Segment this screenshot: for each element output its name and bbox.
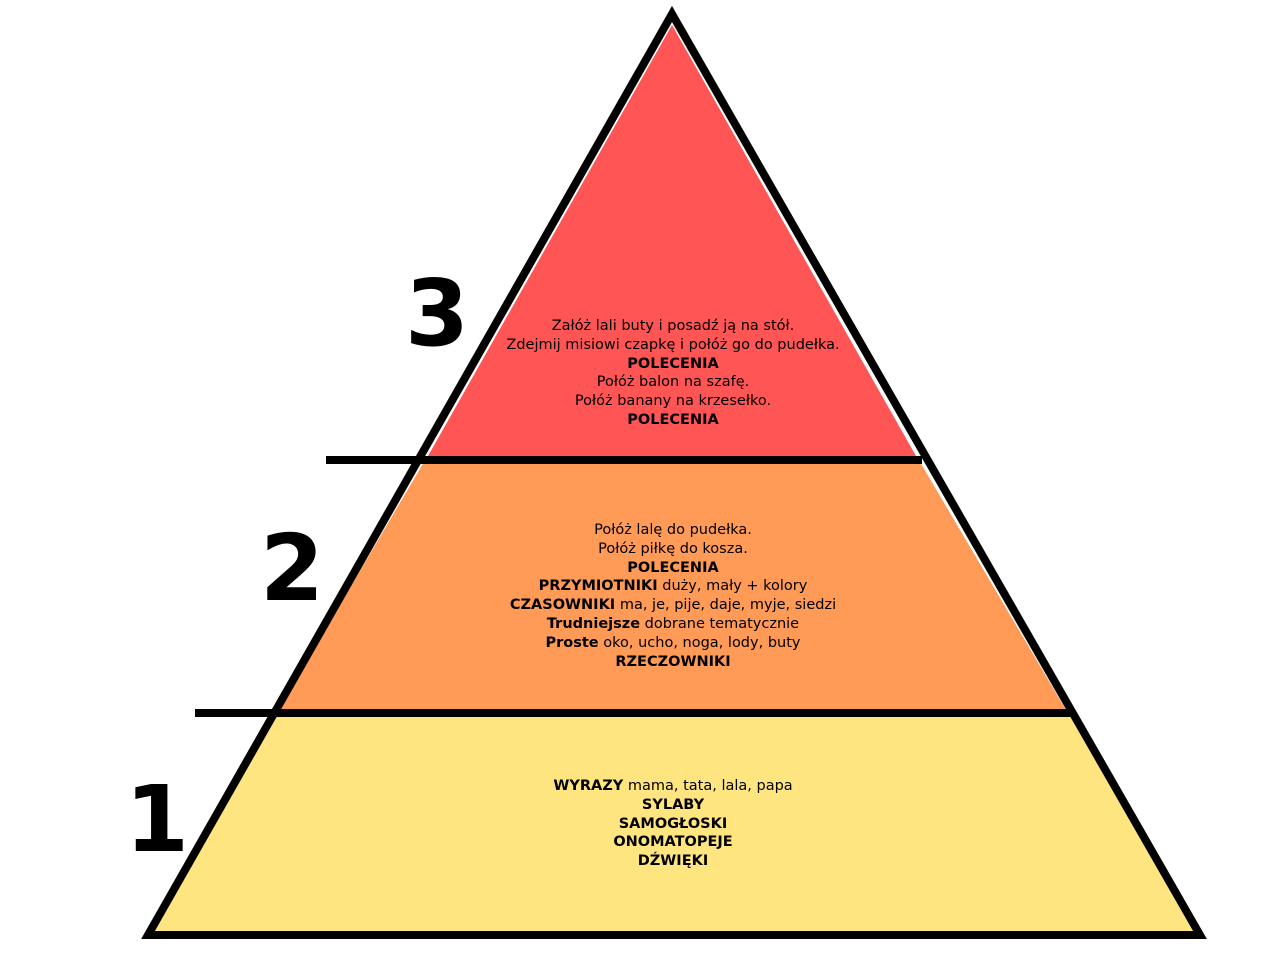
tier-line-keyword: ONOMATOPEJE: [613, 834, 733, 851]
tier-line: Zdejmij misiowi czapkę i połóż go do pud…: [506, 336, 839, 355]
tier-line: CZASOWNIKI ma, je, pije, daje, myje, sie…: [510, 596, 836, 615]
tier-line-keyword: POLECENIA: [627, 559, 719, 576]
level-number-3: 3: [405, 260, 470, 367]
tier-line: Połóż lalę do pudełka.: [510, 521, 836, 540]
tier-3-text: Załóż lali buty i posadź ją na stół. Zdej…: [506, 317, 839, 430]
tier-line: RZECZOWNIKI: [510, 653, 836, 672]
tier-line-text: Załóż lali buty i posadź ją na stół.: [551, 318, 795, 334]
level-number-1: 1: [125, 766, 190, 873]
tier-line-keyword: PRZYMIOTNIKI: [538, 578, 658, 595]
tier-line-keyword: POLECENIA: [627, 411, 719, 428]
tier-line-text: dobrane tematycznie: [640, 615, 800, 632]
tier-line-text: Zdejmij misiowi czapkę i połóż go do pud…: [506, 336, 840, 353]
tier-2-band: [278, 462, 1066, 710]
tier-line-keyword: SAMOGŁOSKI: [618, 815, 728, 832]
tier-line: Połóż balon na szafę.: [506, 373, 839, 392]
tier-line-keyword: RZECZOWNIKI: [615, 653, 731, 670]
tier-line-keyword: WYRAZY: [553, 778, 624, 794]
tier-line: PRZYMIOTNIKI duży, mały + kolory: [510, 577, 836, 596]
tier-line-keyword: Trudniejsze: [546, 615, 641, 632]
tier-line-text: ma, je, pije, daje, myje, siedzi: [615, 597, 837, 614]
tier-line: Trudniejsze dobrane tematycznie: [510, 615, 836, 634]
tier-line: POLECENIA: [506, 411, 839, 430]
tier-line-text: duży, mały + kolory: [657, 578, 808, 595]
tier-line: SAMOGŁOSKI: [553, 815, 792, 834]
tier-2-text: Połóż lalę do pudełka. Połóż piłkę do kos…: [510, 521, 836, 671]
tier-line-text: oko, ucho, noga, lody, buty: [598, 634, 801, 651]
tier-line: DŹWIĘKI: [553, 852, 792, 871]
tier-line: WYRAZY mama, tata, lala, papa: [553, 777, 792, 796]
tier-line: Załóż lali buty i posadź ją na stół.: [506, 317, 839, 336]
tier-line: POLECENIA: [506, 355, 839, 374]
tier-line-text: mama, tata, lala, papa: [623, 778, 793, 794]
tier-line: Proste oko, ucho, noga, lody, buty: [510, 634, 836, 653]
tier-line: ONOMATOPEJE: [553, 833, 792, 852]
tier-line-keyword: Proste: [545, 634, 599, 651]
tier-1-band: [150, 715, 1200, 932]
pyramid-outline: [141, 5, 1207, 939]
tier-line-text: Połóż balon na szafę.: [596, 374, 750, 391]
tier-line-text: Połóż piłkę do kosza.: [598, 540, 748, 557]
tier-line: Połóż piłkę do kosza.: [510, 540, 836, 559]
tier-line-text: Połóż lalę do pudełka.: [594, 522, 752, 538]
tier-line-text: Połóż banany na krzesełko.: [574, 393, 772, 410]
tier-line-keyword: CZASOWNIKI: [509, 597, 616, 614]
tier-line-keyword: SYLABY: [641, 796, 705, 813]
tier-3-band: [428, 25, 916, 456]
tier-line: POLECENIA: [510, 559, 836, 578]
tier-line: SYLABY: [553, 796, 792, 815]
tier-line: Połóż banany na krzesełko.: [506, 392, 839, 411]
level-number-2: 2: [260, 515, 325, 622]
tier-line-keyword: DŹWIĘKI: [637, 853, 709, 870]
tier-line-keyword: POLECENIA: [627, 355, 719, 372]
